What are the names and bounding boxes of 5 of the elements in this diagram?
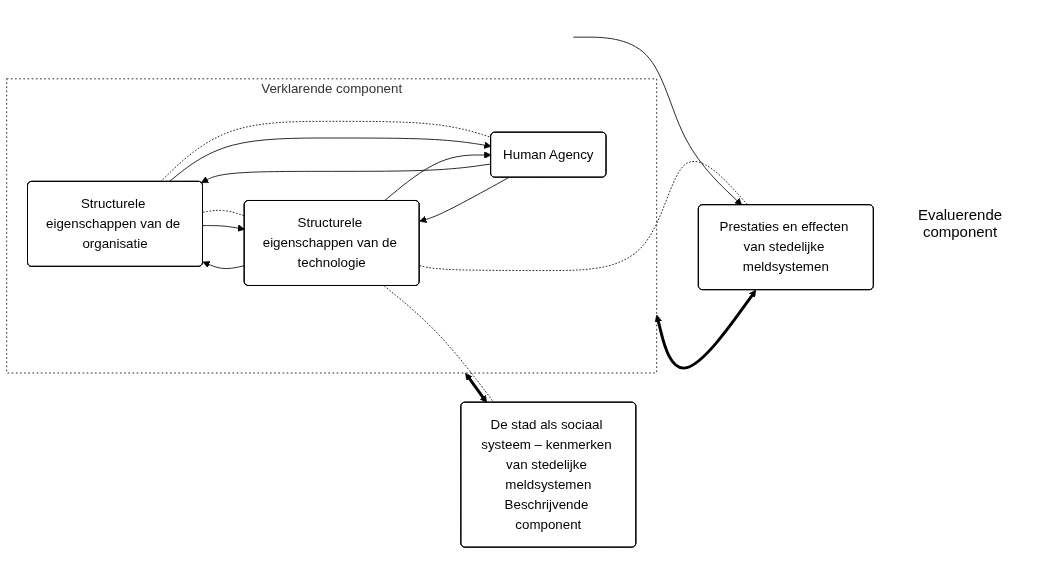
arrow xyxy=(465,373,488,403)
connector xyxy=(383,285,495,404)
arrow xyxy=(654,289,757,370)
connector xyxy=(202,210,245,217)
component-label: Evaluerende component xyxy=(916,206,1004,240)
